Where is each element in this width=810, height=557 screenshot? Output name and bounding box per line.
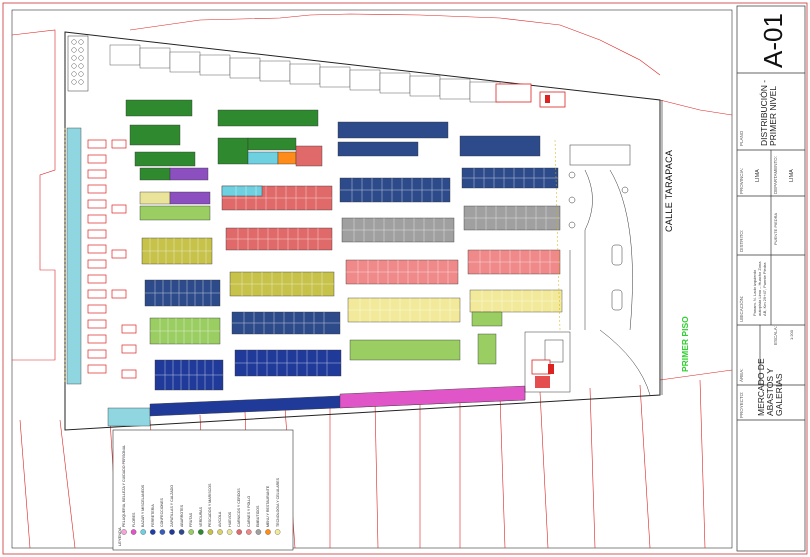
legend-swatch [274, 529, 281, 535]
province-label: PROVINCIA: [739, 167, 744, 194]
legend-swatch [169, 529, 175, 535]
department-value: LIMA [789, 169, 795, 182]
parking-block [67, 35, 89, 92]
scale-label: ESCALA: [773, 325, 778, 345]
legend-swatch [207, 529, 214, 535]
scale-value: 1:200 [789, 329, 794, 340]
restaurant-tables [87, 139, 137, 379]
district-label: DISTRITO: [739, 229, 744, 252]
legend-item-label: HUEVOS [227, 511, 232, 527]
location-value: Panam. N. Lado izquierdo autopista Lima … [752, 261, 767, 316]
legend-swatches [121, 529, 281, 535]
legend-item-label: PELUQUERIA, BELLEZA Y CUIDADO PERSONAL [122, 444, 126, 527]
province-value: LIMA [755, 169, 761, 182]
legend-swatch [198, 529, 204, 535]
legend-item-label: FLORES [131, 512, 136, 527]
legend-item-label: CARNICOS Y CERDOS [237, 488, 242, 527]
legend-swatch [255, 529, 262, 535]
legend-swatch [150, 529, 156, 535]
parking-circles [71, 39, 84, 85]
corridor-lines [64, 128, 561, 384]
cyan-stalls-bottom [107, 407, 151, 427]
legend-item-label: CARNES Y POLLO [246, 495, 251, 527]
legend-swatch [121, 529, 127, 535]
entrance-zone [524, 144, 651, 396]
legend-swatch [226, 529, 233, 535]
stall-grid-lines [142, 168, 562, 390]
legend-swatch [236, 529, 242, 535]
legend-item-label: ZAPATILLAS Y CALZADO [170, 484, 174, 527]
legend-swatch [265, 529, 271, 535]
sheet-number: A-01 [758, 13, 788, 68]
project-value: MERCADO DE ABASTOS Y GALERIAS [756, 358, 784, 416]
north-stalls [109, 44, 501, 103]
sheet-label: PLANO [739, 130, 744, 146]
legend-item-label: FERRETERIA [150, 504, 155, 527]
legend-item-label: BAZAR Y MISCELANEOS [141, 484, 146, 527]
title-block [736, 5, 806, 552]
north-red-rooms [495, 83, 566, 108]
project-label: PROYECTO: [739, 391, 744, 418]
legend-swatch [217, 529, 223, 535]
department-label: DEPARTAMENTO: [773, 156, 778, 194]
legend-swatch [246, 529, 252, 535]
legend-swatch [159, 529, 166, 535]
legend-swatch [140, 529, 146, 535]
vehicle-icons [568, 171, 629, 311]
legend-item-label: CONFECCIONES [160, 498, 165, 527]
district-value: PUENTE PIEDRA [773, 212, 778, 245]
legend-item-label: PESCADOS Y MARISCOS [208, 483, 213, 527]
drawing-frame [11, 9, 733, 549]
legend-swatch [130, 529, 137, 535]
location-label: UBICACIÓN: [739, 295, 744, 322]
floor-label: PRIMER PISO [680, 316, 690, 372]
legend-item-label: FRUTAS [189, 512, 194, 527]
plan-title: DISTRIBUCIÓN - PRIMER NIVEL [759, 79, 778, 146]
legend-swatch [188, 529, 194, 535]
legend-item-label: VERDURAS [198, 507, 203, 527]
legend-item-label: EMBUTIDOS [256, 505, 261, 527]
legend-item-label: ABARROTES [179, 504, 184, 527]
street-label: CALLE TARAPACA [664, 149, 674, 232]
legend-title: LEYENDA [117, 527, 122, 546]
legend-item-label: MENU Y RESTAURANTE [266, 485, 270, 527]
legend-item-label: AVICOLA [218, 511, 222, 527]
area-label: ÁREA: [739, 368, 744, 382]
legend-item-label: TECNOLOGIA Y CELULARES [275, 478, 280, 527]
stall-blocks [125, 99, 563, 417]
legend-swatch [178, 529, 185, 535]
red-service-rooms [531, 359, 554, 388]
cyan-stalls-left [66, 127, 82, 385]
